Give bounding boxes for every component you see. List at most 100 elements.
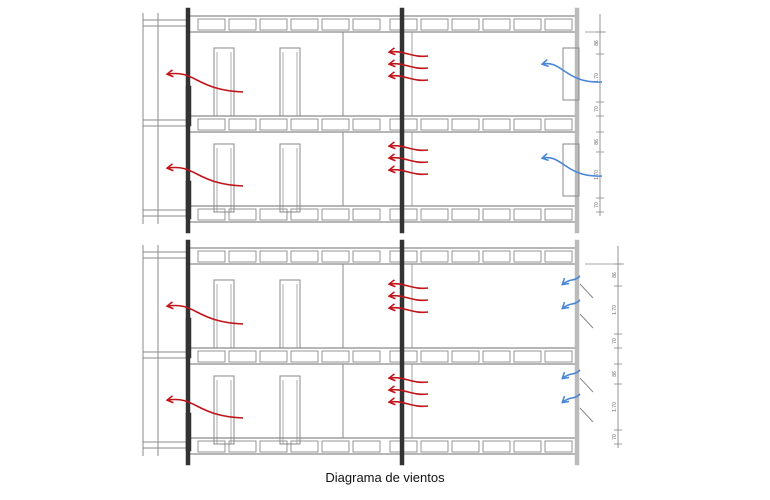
section-bottom-slab-1-slab-coffer xyxy=(228,350,257,363)
section-top-door xyxy=(213,143,235,213)
section-bottom-dimension-label: 1.70 xyxy=(612,402,618,412)
section-bottom-slab-1-slab-coffer xyxy=(513,350,542,363)
section-bottom-louver xyxy=(579,283,594,299)
section-top-hot-air-arrow xyxy=(390,170,429,176)
section-bottom-slab-2-slab-coffer xyxy=(544,440,573,453)
section-bottom-right-facade xyxy=(574,239,580,466)
section-bottom-slab-0-slab-coffer xyxy=(197,250,226,263)
section-top-dimension-label: 70 xyxy=(594,106,600,112)
section-bottom-hot-air-exhaust-arrow xyxy=(168,399,244,419)
section-top-slab-0-slab-coffer xyxy=(482,18,511,31)
section-top-slab-0-slab-coffer xyxy=(290,18,319,31)
section-bottom-dimension-label: 70 xyxy=(612,434,618,440)
section-bottom-slab-1-slab-coffer xyxy=(321,350,350,363)
section-bottom-hot-air-arrow xyxy=(390,390,429,396)
section-bottom-slab-0-slab-coffer xyxy=(513,250,542,263)
section-bottom-hot-air-exhaust-arrow xyxy=(168,305,244,325)
section-top-slab-1-slab-coffer xyxy=(544,118,573,131)
section-top-slab-0-slab-coffer xyxy=(544,18,573,31)
section-top-dimension-label: 1.70 xyxy=(594,73,600,83)
section-bottom-cool-air-intake-arrow xyxy=(563,275,581,284)
section-bottom-slab-2-slab-coffer xyxy=(197,440,226,453)
section-bottom-slab-2-slab-coffer xyxy=(290,440,319,453)
section-bottom-slab-2-slab-coffer xyxy=(321,440,350,453)
section-top-slab-1-slab-coffer xyxy=(259,118,288,131)
section-top-slab-2-slab-coffer xyxy=(259,208,288,221)
section-top-hot-air-exhaust-arrow xyxy=(168,73,244,93)
section-bottom-slab-1-slab-coffer xyxy=(259,350,288,363)
section-top-slab-2-slab-coffer xyxy=(482,208,511,221)
section-top-slab-2-slab-coffer xyxy=(451,208,480,221)
section-top-operable-window xyxy=(562,143,580,197)
section-top-right-facade xyxy=(574,7,580,234)
section-bottom-slab-0-slab-coffer xyxy=(420,250,449,263)
section-bottom-dimension-label: 86 xyxy=(612,272,618,278)
section-bottom-slab-1-slab-coffer xyxy=(197,350,226,363)
section-top-slab-1-slab-coffer xyxy=(352,118,381,131)
section-top-slab-0-slab-coffer xyxy=(259,18,288,31)
section-top-hot-air-arrow xyxy=(390,146,429,152)
section-bottom-left-glazing xyxy=(185,412,192,452)
section-bottom-louver xyxy=(579,377,594,393)
section-top-slab-0-slab-coffer xyxy=(513,18,542,31)
section-bottom-slab-1-slab-coffer xyxy=(544,350,573,363)
section-top-hot-air-arrow xyxy=(390,76,429,82)
section-top-slab-0-slab-coffer xyxy=(420,18,449,31)
section-top-hot-air-exhaust-arrow xyxy=(168,167,244,187)
section-top-slab-2-slab-coffer xyxy=(290,208,319,221)
section-top-cool-air-intake-arrow xyxy=(543,64,603,83)
section-top-door xyxy=(213,47,235,117)
section-top-left-glazing xyxy=(185,180,192,220)
section-top-door xyxy=(279,143,301,213)
section-top-center-post xyxy=(399,7,405,234)
section-top-slab-2-slab-coffer xyxy=(321,208,350,221)
section-bottom-slab-0-slab-coffer xyxy=(228,250,257,263)
section-top-slab-1-slab-coffer xyxy=(451,118,480,131)
section-top-slab-2-slab-coffer xyxy=(197,208,226,221)
section-bottom-slab-2-slab-coffer xyxy=(420,440,449,453)
section-bottom-slab-0-slab-coffer xyxy=(544,250,573,263)
section-top-slab-2-slab-coffer xyxy=(513,208,542,221)
section-bottom-slab-0-slab-coffer xyxy=(321,250,350,263)
section-bottom-slab-2-slab-coffer xyxy=(451,440,480,453)
section-top-slab-0-slab-coffer xyxy=(321,18,350,31)
section-top-slab-2-slab-coffer xyxy=(544,208,573,221)
section-top-slab-0-slab-coffer xyxy=(197,18,226,31)
diagram-caption: Diagrama de vientos xyxy=(325,470,445,485)
section-bottom-cool-air-intake-arrow xyxy=(563,299,581,308)
section-bottom-slab-1-slab-coffer xyxy=(290,350,319,363)
section-top-hot-air-arrow xyxy=(390,52,429,58)
section-top-slab-1-slab-coffer xyxy=(420,118,449,131)
section-bottom-slab-1-slab-coffer xyxy=(352,350,381,363)
section-top-hot-air-arrow xyxy=(390,158,429,164)
section-bottom-door xyxy=(279,375,301,445)
section-top-cool-air-intake-arrow xyxy=(543,158,603,177)
section-top-slab-1-slab-coffer xyxy=(290,118,319,131)
section-bottom-slab-2-slab-coffer xyxy=(228,440,257,453)
section-top-slab-1-slab-coffer xyxy=(482,118,511,131)
section-top-slab-0-slab-coffer xyxy=(228,18,257,31)
section-top-dimension-label: 86 xyxy=(594,139,600,145)
section-bottom-dimension-label: 1.70 xyxy=(612,305,618,315)
section-bottom-hot-air-arrow xyxy=(390,308,429,314)
section-top-hot-air-arrow xyxy=(390,64,429,70)
section-top-dimension-label: 1.70 xyxy=(594,170,600,180)
section-top-door xyxy=(279,47,301,117)
section-bottom-dimension-label: 86 xyxy=(612,371,618,377)
section-bottom-left-glazing xyxy=(185,317,192,359)
section-bottom-slab-0-slab-coffer xyxy=(482,250,511,263)
section-bottom-door xyxy=(213,279,235,349)
section-top-slab-2-slab-coffer xyxy=(228,208,257,221)
section-bottom-cool-air-intake-arrow xyxy=(563,393,581,402)
section-top-slab-0-slab-coffer xyxy=(352,18,381,31)
section-bottom-door xyxy=(213,375,235,445)
section-top-slab-1-slab-coffer xyxy=(197,118,226,131)
section-top-slab-1-slab-coffer xyxy=(228,118,257,131)
section-top-slab-2-slab-coffer xyxy=(352,208,381,221)
section-top-dimension-label: 70 xyxy=(594,202,600,208)
section-bottom-slab-0-slab-coffer xyxy=(352,250,381,263)
